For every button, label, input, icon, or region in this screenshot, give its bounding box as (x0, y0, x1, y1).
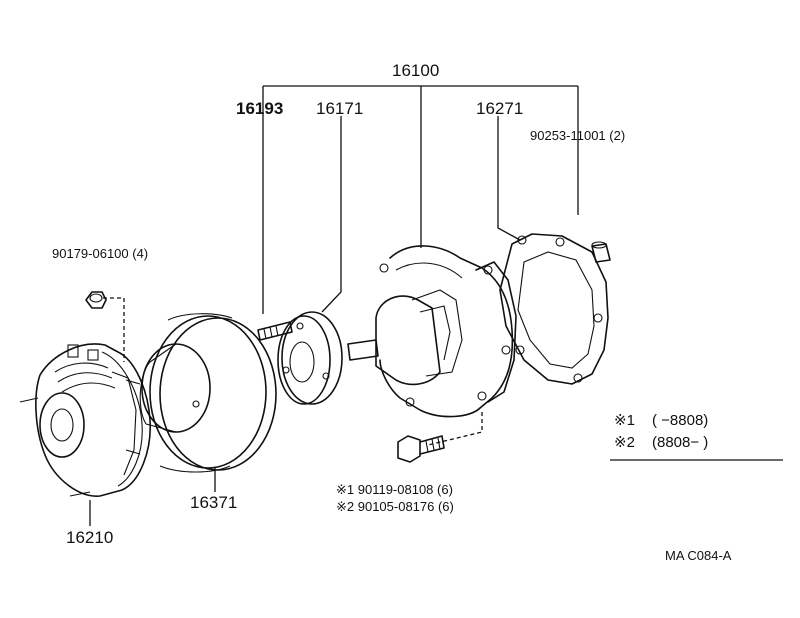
label-nut-90179: 90179-06100 (4) (52, 246, 149, 261)
legend-note-1-mark: ※1 (614, 412, 635, 429)
label-bolt-90119: ※1 90119-08108 (6) (336, 482, 453, 497)
leader-lines (89, 85, 783, 526)
label-bolt-90105: ※2 90105-08176 (6) (336, 499, 454, 514)
legend-note-2-range: (8808− ) (652, 434, 709, 451)
diagram-code: MA C084-A (665, 548, 732, 563)
flange-drawing (277, 311, 343, 405)
legend-note-1-range: ( −8808) (652, 412, 709, 429)
label-gasket-16271: 16271 (476, 99, 524, 118)
nut-drawing (85, 291, 107, 309)
label-assembly-16100: 16100 (392, 61, 440, 80)
pulley-drawing (139, 313, 277, 473)
label-flange-16171: 16171 (316, 99, 364, 118)
stud-bolt-drawing (257, 321, 293, 341)
label-plug-90253: 90253-11001 (2) (530, 128, 626, 143)
legend-note-2-mark: ※2 (614, 434, 635, 451)
label-pulley-16371: 16371 (190, 493, 238, 512)
water-pump-drawing (347, 245, 517, 418)
label-fluid-coupling-16210: 16210 (66, 528, 114, 547)
plug-drawing (591, 241, 611, 263)
bolt-drawing (397, 435, 445, 463)
gasket-drawing (499, 233, 609, 385)
label-stud-bolt-16193: 16193 (236, 99, 284, 118)
fluid-coupling-drawing (19, 343, 151, 497)
